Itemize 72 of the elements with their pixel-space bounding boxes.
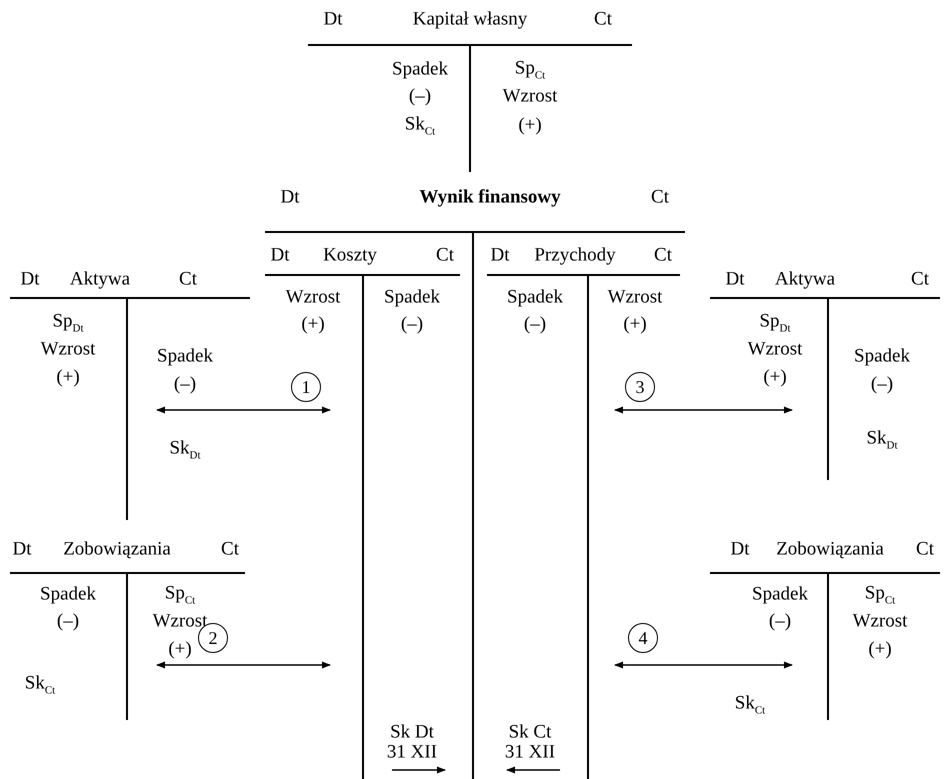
account-entry-text: (–) — [524, 314, 546, 336]
account-header-text: Ct — [911, 270, 929, 290]
account-entry-text: Wzrost — [748, 340, 802, 360]
account-header-text: Ct — [594, 10, 612, 30]
account-header-text: Dt — [726, 270, 744, 290]
account-entry-text: 31 XII — [504, 742, 556, 764]
account-header-text: Ct — [916, 540, 934, 560]
account-header-text: Ct — [436, 246, 454, 266]
double-headed-arrow — [156, 661, 331, 669]
account-header-text: Ct — [654, 246, 672, 266]
account-header-text: Dt — [730, 540, 750, 560]
account-entry-text: (+) — [518, 116, 542, 136]
edge-label: 3 — [625, 372, 655, 402]
account-entry-text: Wzrost — [502, 86, 558, 108]
account-header-text: Wynik finansowy — [419, 188, 561, 208]
account-entry-text: (–) — [174, 374, 196, 396]
account-entry-text: Sp$_{Ct}$ — [514, 58, 546, 82]
account-entry-text: (+) — [763, 368, 787, 388]
account-entry-text: Sk$_{Ct}$ — [404, 114, 436, 138]
account-entry-text: (+) — [623, 314, 647, 336]
account-entry-text: (+) — [868, 640, 892, 660]
account-entry-text: Spadek — [854, 346, 910, 368]
account-header-text: Przychody — [534, 246, 616, 266]
account-header-text: Zobowiązania — [776, 540, 884, 560]
account-entry-text: Spadek — [752, 584, 808, 606]
account-entry-text: Spadek — [384, 288, 440, 308]
double-headed-arrow — [614, 661, 793, 669]
account-entry-text: (+) — [301, 314, 325, 336]
account-entry-text: Sp$_{Dt}$ — [52, 312, 84, 334]
account-header-text: Dt — [280, 188, 300, 208]
account-entry-text: (–) — [768, 612, 792, 632]
account-header-text: Ct — [179, 270, 197, 290]
account-entry-text: Wzrost — [852, 612, 908, 632]
account-entry-text: (+) — [56, 368, 80, 388]
account-entry-text: Spadek — [40, 584, 96, 606]
account-header-text: Koszty — [323, 246, 377, 266]
account-entry-text: (–) — [870, 374, 894, 396]
account-entry-text: Sp$_{Ct}$ — [864, 584, 896, 606]
account-entry-text: (–) — [56, 612, 80, 632]
account-entry-text: Spadek — [507, 288, 563, 308]
account-header-text: Dt — [324, 10, 342, 30]
account-header-text: Aktywa — [774, 270, 836, 290]
account-entry-text: Sk Ct — [508, 722, 552, 744]
account-header-text: Ct — [221, 540, 239, 560]
account-header-text: Dt — [12, 540, 32, 560]
account-entry-text: 31 XII — [386, 742, 438, 764]
account-header-text: Dt — [270, 246, 290, 266]
account-entry-text: Wzrost — [286, 288, 340, 308]
account-entry-text: Wzrost — [608, 288, 662, 308]
double-headed-arrow — [614, 406, 793, 414]
account-entry-text: Spadek — [157, 346, 213, 368]
account-entry-text: Sk$_{Ct}$ — [734, 694, 766, 716]
account-header-text: Kapitał własny — [412, 10, 528, 30]
account-header-text: Dt — [20, 270, 40, 290]
account-entry-text: Sk$_{Ct}$ — [24, 674, 56, 696]
account-entry-text: Spadek — [392, 60, 448, 80]
account-header-text: Ct — [651, 188, 669, 208]
account-header-text: Aktywa — [70, 270, 130, 290]
account-entry-text: Sp$_{Dt}$ — [759, 312, 791, 334]
edge-label: 4 — [628, 623, 658, 653]
account-entry-text: Sk$_{Dt}$ — [169, 438, 201, 462]
double-headed-arrow — [156, 406, 331, 414]
account-header-text: Zobowiązania — [63, 540, 171, 560]
account-header-text: Dt — [490, 246, 510, 266]
edge-label: 1 — [291, 372, 321, 402]
account-entry-text: (–) — [408, 86, 432, 108]
account-entry-text: Sp$_{Ct}$ — [164, 584, 196, 606]
account-entry-text: Sk Dt — [390, 722, 434, 744]
account-entry-text: (–) — [400, 314, 424, 336]
account-entry-text: (+) — [168, 640, 192, 660]
account-entry-text: Wzrost — [40, 340, 96, 360]
account-entry-text: Sk$_{Dt}$ — [866, 428, 898, 452]
